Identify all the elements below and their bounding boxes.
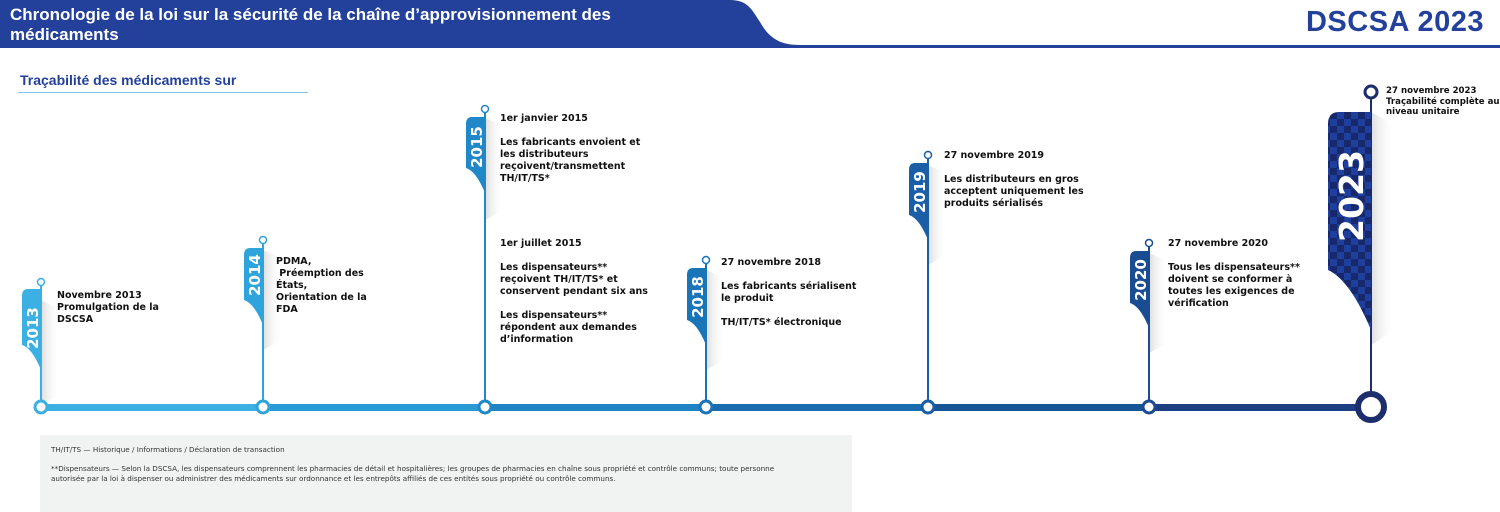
milestone-2018-line: Les fabricants sérialisent [721, 281, 857, 292]
footnote-dispensers-line2: autorisée par la loi à dispenser ou admi… [51, 474, 616, 483]
milestone-2014-line: PDMA, [276, 256, 312, 267]
milestone-2015-jul-line: Les dispensateurs** [500, 262, 608, 273]
footnote-abbreviation: TH/IT/TS — Historique / Informations / D… [51, 445, 285, 454]
milestone-2015-jan-text: 1er janvier 2015 Les fabricants envoient… [500, 113, 640, 185]
milestone-2019-date: 27 novembre 2019 [944, 150, 1045, 161]
milestone-2018-date: 27 novembre 2018 [721, 257, 822, 268]
milestone-2019-line: acceptent uniquement les [944, 186, 1084, 197]
milestone-2015-jan-line: TH/IT/TS* [500, 173, 550, 184]
milestone-2019-line: Les distributeurs en gros [944, 174, 1079, 185]
milestone-2014-line: Orientation de la [276, 292, 367, 303]
milestone-2018-line: TH/IT/TS* électronique [721, 317, 842, 328]
milestone-2023-line: Traçabilité complète au [1386, 96, 1500, 107]
milestone-2015-jan-date: 1er janvier 2015 [500, 113, 588, 124]
milestone-2019-text: 27 novembre 2019 Les distributeurs en gr… [944, 150, 1084, 210]
milestone-2020-line: doivent se conformer à [1168, 274, 1293, 285]
milestone-2023-date: 27 novembre 2023 [1386, 86, 1477, 96]
svg-text:2023: 2023 [1332, 150, 1371, 242]
milestone-2014-line: Préemption des [276, 268, 364, 279]
milestone-2015-jul-line: répondent aux demandes [500, 322, 637, 333]
milestone-2013-text: Novembre 2013 Promulgation de la DSCSA [57, 290, 159, 326]
svg-text:2014: 2014 [246, 254, 264, 296]
page-title: Chronologie de la loi sur la sécurité de… [10, 5, 611, 44]
milestone-2014-line: États, [276, 280, 308, 291]
footnote-box: TH/IT/TS — Historique / Informations / D… [40, 435, 852, 512]
footnote-dispensers-line1: **Dispensateurs — Selon la DSCSA, les di… [51, 464, 775, 473]
svg-text:2015: 2015 [468, 126, 486, 168]
milestone-2015-jan-line: reçoivent/transmettent [500, 161, 626, 172]
milestone-2013-date: Novembre 2013 [57, 290, 142, 301]
milestone-2013-line: Promulgation de la [57, 302, 159, 313]
brand-title: DSCSA 2023 [1305, 6, 1484, 38]
svg-text:2019: 2019 [911, 171, 929, 213]
svg-text:2018: 2018 [689, 276, 707, 318]
milestone-2015-jul-line: d’information [500, 334, 574, 345]
milestone-2018-line: le produit [721, 293, 774, 304]
milestone-2018-text: 27 novembre 2018 Les fabricants sérialis… [721, 257, 856, 329]
timeline-graphic: 2013 2014 2015 2018 2019 2020 2023 [22, 84, 1395, 423]
milestone-2020-line: toutes les exigences de [1168, 286, 1295, 297]
svg-text:2013: 2013 [24, 307, 42, 349]
header-band [0, 0, 1500, 48]
milestone-2015-jul-line: conservent pendant six ans [500, 286, 648, 297]
milestone-2014-line: FDA [276, 304, 298, 315]
section-subtitle: Traçabilité des médicaments sur [20, 72, 237, 88]
milestone-2019-line: produits sérialisés [944, 198, 1044, 209]
milestone-2015-jul-text: 1er juillet 2015 Les dispensateurs** reç… [500, 238, 648, 346]
milestone-2015-jan-line: les distributeurs [500, 149, 589, 160]
milestone-2020-line: vérification [1168, 298, 1229, 309]
milestone-2023-text: 27 novembre 2023 Traçabilité complète au… [1386, 86, 1500, 118]
subtitle-underline [18, 92, 308, 93]
milestone-2020-line: Tous les dispensateurs** [1168, 262, 1300, 273]
milestone-2015-jul-line: reçoivent TH/IT/TS* et [500, 274, 618, 285]
milestone-2015-jul-line: Les dispensateurs** [500, 310, 608, 321]
milestone-2023-line: niveau unitaire [1386, 107, 1460, 117]
milestone-2014-text: PDMA, Préemption des États, Orientation … [276, 256, 367, 316]
milestone-2015-jan-line: Les fabricants envoient et [500, 137, 641, 148]
milestone-2020-text: 27 novembre 2020 Tous les dispensateurs*… [1168, 238, 1300, 310]
milestone-2013-line: DSCSA [57, 314, 94, 325]
svg-text:2020: 2020 [1132, 259, 1150, 301]
milestone-2015-jul-date: 1er juillet 2015 [500, 238, 582, 249]
milestone-2020-date: 27 novembre 2020 [1168, 238, 1269, 249]
